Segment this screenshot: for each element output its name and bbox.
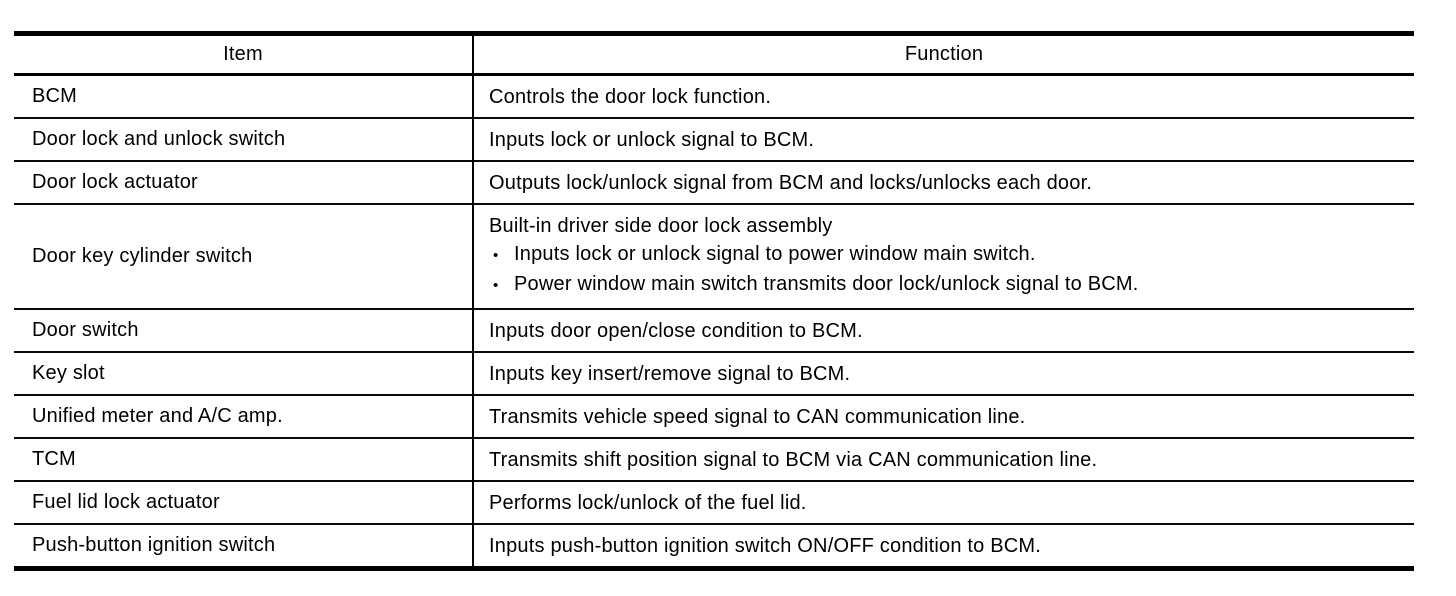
function-cell: Built-in driver side door lock assembly •… xyxy=(473,203,1414,309)
function-cell: Transmits vehicle speed signal to CAN co… xyxy=(473,394,1414,438)
table-body: BCM Controls the door lock function. Door … xyxy=(14,73,1414,569)
item-cell: Unified meter and A/C amp. xyxy=(14,394,474,438)
function-line: Outputs lock/unlock signal from BCM and … xyxy=(489,171,1093,194)
bullet-icon: • xyxy=(493,247,499,264)
function-line: Inputs push-button ignition switch ON/OF… xyxy=(489,534,1042,557)
function-cell: Outputs lock/unlock signal from BCM and … xyxy=(473,160,1414,204)
function-line-text: Inputs lock or unlock signal to power wi… xyxy=(514,243,1036,265)
item-cell: Door lock actuator xyxy=(14,160,474,204)
table-row: TCM Transmits shift position signal to BC… xyxy=(14,437,1414,481)
table-row: Fuel lid lock actuator Performs lock/unlo… xyxy=(14,480,1414,524)
item-function-table-container: Item Function BCM Controls the door lock … xyxy=(14,31,1414,571)
function-cell: Controls the door lock function. xyxy=(473,73,1414,118)
item-cell: TCM xyxy=(14,437,474,481)
column-header-item: Item xyxy=(14,33,474,76)
table-header: Item Function xyxy=(14,33,1414,76)
table-row: Push-button ignition switch Inputs push-b… xyxy=(14,523,1414,569)
function-line-text: Power window main switch transmits door … xyxy=(514,273,1139,295)
table-row: BCM Controls the door lock function. xyxy=(14,73,1414,118)
table-row: Key slot Inputs key insert/remove signal … xyxy=(14,351,1414,395)
column-header-function: Function xyxy=(473,33,1414,76)
function-cell: Inputs push-button ignition switch ON/OF… xyxy=(473,523,1414,569)
item-function-table: Item Function BCM Controls the door lock … xyxy=(14,31,1414,571)
function-cell: Transmits shift position signal to BCM v… xyxy=(473,437,1414,481)
item-cell: Door switch xyxy=(14,308,474,352)
function-line: Inputs lock or unlock signal to BCM. xyxy=(489,128,815,151)
function-cell: Inputs door open/close condition to BCM. xyxy=(473,308,1414,352)
item-cell: Door key cylinder switch xyxy=(14,203,474,309)
function-bullet-line: • Power window main switch transmits door… xyxy=(489,270,1414,300)
table-row: Door switch Inputs door open/close condit… xyxy=(14,308,1414,352)
function-cell: Performs lock/unlock of the fuel lid. xyxy=(473,480,1414,524)
item-cell: Push-button ignition switch xyxy=(14,523,474,569)
function-line: Controls the door lock function. xyxy=(489,85,772,108)
function-bullet-line: • Inputs lock or unlock signal to power w… xyxy=(489,240,1414,270)
table-row: Door lock actuator Outputs lock/unlock si… xyxy=(14,160,1414,204)
function-line: Inputs door open/close condition to BCM. xyxy=(489,319,863,342)
item-cell: Fuel lid lock actuator xyxy=(14,480,474,524)
function-line: Built-in driver side door lock assembly xyxy=(489,215,833,237)
function-line: Performs lock/unlock of the fuel lid. xyxy=(489,491,807,514)
item-cell: Key slot xyxy=(14,351,474,395)
function-line: Transmits vehicle speed signal to CAN co… xyxy=(489,405,1026,428)
table-row: Unified meter and A/C amp. Transmits vehi… xyxy=(14,394,1414,438)
table-row: Door lock and unlock switch Inputs lock o… xyxy=(14,117,1414,161)
function-cell: Inputs key insert/remove signal to BCM. xyxy=(473,351,1414,395)
bullet-icon: • xyxy=(493,277,499,294)
item-cell: BCM xyxy=(14,73,474,118)
item-cell: Door lock and unlock switch xyxy=(14,117,474,161)
function-line: Inputs key insert/remove signal to BCM. xyxy=(489,362,851,385)
function-cell: Inputs lock or unlock signal to BCM. xyxy=(473,117,1414,161)
function-line: Transmits shift position signal to BCM v… xyxy=(489,448,1098,471)
table-header-row: Item Function xyxy=(14,33,1414,76)
